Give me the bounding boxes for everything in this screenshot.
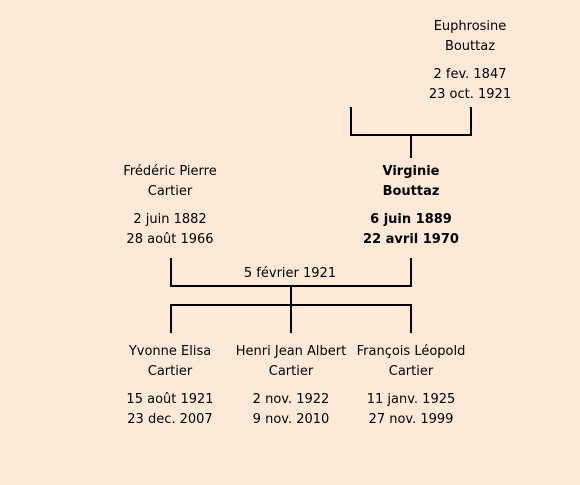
death-date: 27 nov. 1999 [368,412,454,427]
name-line-1: Frédéric Pierre [123,164,217,179]
name-line-2: Cartier [147,184,193,199]
person-name: François Léopold Cartier [331,342,491,382]
death-date: 9 nov. 2010 [252,412,330,427]
child-line-francois [410,304,412,333]
person-virginie-bouttaz[interactable]: Virginie Bouttaz 6 juin 1889 22 avril 19… [336,162,486,250]
person-euphrosine-bouttaz[interactable]: Euphrosine Bouttaz 2 fev. 1847 23 oct. 1… [394,17,546,105]
couple-bracket-left [170,258,172,287]
person-francois-leopold-cartier[interactable]: François Léopold Cartier 11 janv. 1925 2… [331,342,491,430]
person-dates: 6 juin 1889 22 avril 1970 [336,210,486,250]
marriage-date: 5 février 1921 [243,266,337,281]
birth-date: 2 juin 1882 [133,212,207,227]
parent-to-child-line [410,134,412,158]
death-date: 28 août 1966 [126,232,214,247]
death-date: 23 oct. 1921 [428,87,512,102]
name-line-2: Bouttaz [444,39,496,54]
name-line-2: Cartier [388,364,434,379]
name-line-1: Henri Jean Albert [235,344,347,359]
person-frederic-pierre-cartier[interactable]: Frédéric Pierre Cartier 2 juin 1882 28 a… [95,162,245,250]
person-dates: 2 nov. 1922 9 nov. 2010 [211,390,371,430]
parent-bracket-right [470,107,472,136]
person-yvonne-elisa-cartier[interactable]: Yvonne Elisa Cartier 15 août 1921 23 dec… [95,342,245,430]
name-line-1: Euphrosine [433,19,507,34]
name-line-2: Cartier [268,364,314,379]
person-name: Henri Jean Albert Cartier [211,342,371,382]
name-line-1: François Léopold [356,344,466,359]
person-dates: 15 août 1921 23 dec. 2007 [95,390,245,430]
person-dates: 11 janv. 1925 27 nov. 1999 [331,390,491,430]
birth-date: 2 fev. 1847 [433,67,507,82]
person-dates: 2 fev. 1847 23 oct. 1921 [394,65,546,105]
child-line-henri [290,304,292,333]
death-date: 22 avril 1970 [363,232,459,247]
person-henri-jean-albert-cartier[interactable]: Henri Jean Albert Cartier 2 nov. 1922 9 … [211,342,371,430]
birth-date: 2 nov. 1922 [252,392,330,407]
person-dates: 2 juin 1882 28 août 1966 [95,210,245,250]
birth-date: 15 août 1921 [126,392,214,407]
name-line-2: Cartier [147,364,193,379]
birth-date: 11 janv. 1925 [366,392,456,407]
child-line-yvonne [170,304,172,333]
person-name: Virginie Bouttaz [336,162,486,202]
death-date: 23 dec. 2007 [127,412,213,427]
birth-date: 6 juin 1889 [370,212,452,227]
person-name: Euphrosine Bouttaz [394,17,546,57]
couple-to-children-line [290,285,292,305]
person-name: Yvonne Elisa Cartier [95,342,245,382]
couple-bracket-right [410,258,412,287]
name-line-1: Virginie [382,164,440,179]
parent-bracket-left [350,107,352,136]
person-name: Frédéric Pierre Cartier [95,162,245,202]
name-line-1: Yvonne Elisa [128,344,212,359]
name-line-2: Bouttaz [382,184,440,199]
